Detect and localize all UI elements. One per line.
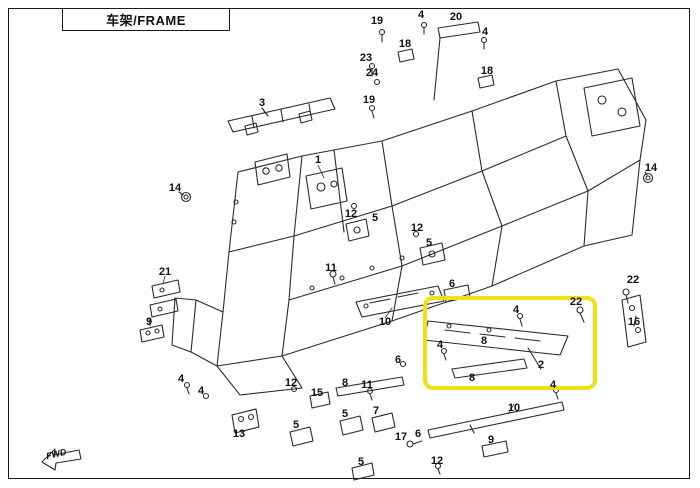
highlight-box (423, 296, 597, 390)
page-title: 车架/FRAME (106, 13, 186, 28)
bottom-brackets (289, 412, 423, 481)
main-rails (281, 80, 589, 357)
top-bracket-parts (368, 21, 495, 119)
flat-bars (290, 358, 528, 409)
title-box: 车架/FRAME (62, 8, 230, 31)
mid-skid-plate (355, 285, 445, 318)
rear-carrier-rails (227, 97, 336, 136)
fwd-arrow-icon (41, 448, 82, 471)
rear-frame (171, 153, 303, 396)
right-brackets (576, 288, 647, 348)
bottom-tube (427, 386, 565, 475)
left-brackets (139, 279, 181, 343)
front-frame (555, 68, 647, 247)
nut-fasteners (178, 171, 654, 203)
center-brackets (305, 167, 471, 303)
lower-left-parts (183, 381, 260, 434)
leader-lines (148, 107, 515, 415)
